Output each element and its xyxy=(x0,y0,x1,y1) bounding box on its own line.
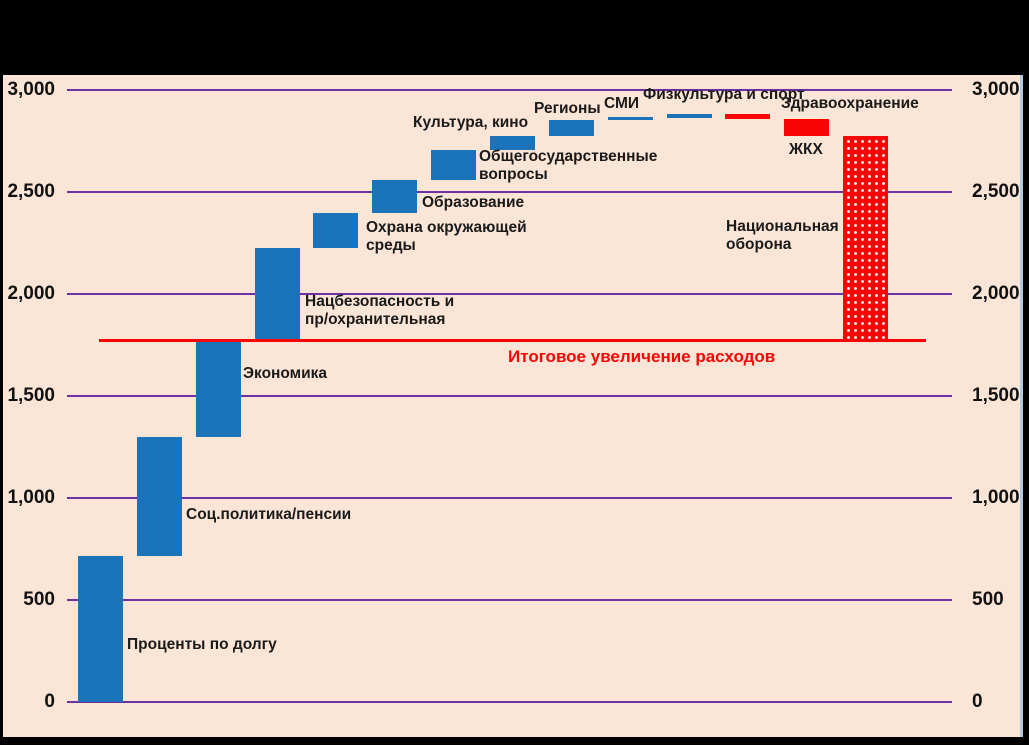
waterfall-bar-9 xyxy=(548,119,594,136)
bar-label-3: Экономика xyxy=(243,365,328,382)
y-tick-left-0: 0 xyxy=(44,691,55,712)
gridline-0 xyxy=(67,701,952,703)
bar-label-10: СМИ xyxy=(604,95,640,112)
y-tick-right-1000: 1,000 xyxy=(972,487,1020,508)
waterfall-bar-1 xyxy=(78,556,123,702)
waterfall-bar-8 xyxy=(489,135,535,151)
waterfall-bar-6 xyxy=(372,179,418,214)
y-tick-right-2500: 2,500 xyxy=(972,181,1020,202)
waterfall-bar-7 xyxy=(431,150,477,180)
waterfall-bar-2 xyxy=(136,436,182,557)
bottom-black-bar xyxy=(0,737,1029,745)
bar-label-12: Здравоохранение xyxy=(781,95,919,112)
y-tick-left-1500: 1,500 xyxy=(7,385,55,406)
bar-label-14: Национальная оборона xyxy=(726,218,839,253)
y-tick-left-1000: 1,000 xyxy=(7,487,55,508)
y-tick-right-0: 0 xyxy=(972,691,983,712)
waterfall-bar-3 xyxy=(195,341,241,437)
waterfall-bar-11 xyxy=(666,114,712,118)
y-tick-left-3000: 3,000 xyxy=(7,79,55,100)
waterfall-bar-5 xyxy=(313,213,359,249)
waterfall-bar-14 xyxy=(843,135,889,340)
waterfall-bar-10 xyxy=(607,116,653,120)
gridline-3000 xyxy=(67,89,952,91)
y-tick-left-2500: 2,500 xyxy=(7,181,55,202)
y-tick-right-1500: 1,500 xyxy=(972,385,1020,406)
bar-label-4: Нацбезопасность и пр/охранительная xyxy=(305,293,455,328)
top-black-bar xyxy=(0,0,1029,75)
gridline-2500 xyxy=(67,191,952,193)
bar-label-7: Общегосударственные вопросы xyxy=(479,148,658,183)
bar-label-6: Образование xyxy=(422,194,525,211)
y-tick-right-3000: 3,000 xyxy=(972,79,1020,100)
bar-label-13: ЖКХ xyxy=(789,141,823,158)
gridline-500 xyxy=(67,599,952,601)
bar-label-8: Культура, кино xyxy=(413,114,529,131)
y-tick-left-2000: 2,000 xyxy=(7,283,55,304)
y-tick-right-500: 500 xyxy=(972,589,1004,610)
waterfall-bar-4 xyxy=(254,248,300,342)
bar-label-5: Охрана окружающей среды xyxy=(366,219,527,254)
total-line-label: Итоговое увеличение расходов xyxy=(508,346,776,366)
y-tick-right-2000: 2,000 xyxy=(972,283,1020,304)
bar-label-11: Физкультура и спорт xyxy=(643,86,805,103)
gridline-1500 xyxy=(67,395,952,397)
gridline-1000 xyxy=(67,497,952,499)
gridline-2000 xyxy=(67,293,952,295)
bar-label-2: Соц.политика/пенсии xyxy=(186,506,352,523)
bar-label-1: Проценты по долгу xyxy=(127,636,277,653)
y-tick-left-500: 500 xyxy=(23,589,55,610)
bar-label-9: Регионы xyxy=(534,100,601,117)
total-line xyxy=(99,338,926,342)
waterfall-bar-12 xyxy=(725,114,771,119)
waterfall-bar-13 xyxy=(784,118,830,136)
